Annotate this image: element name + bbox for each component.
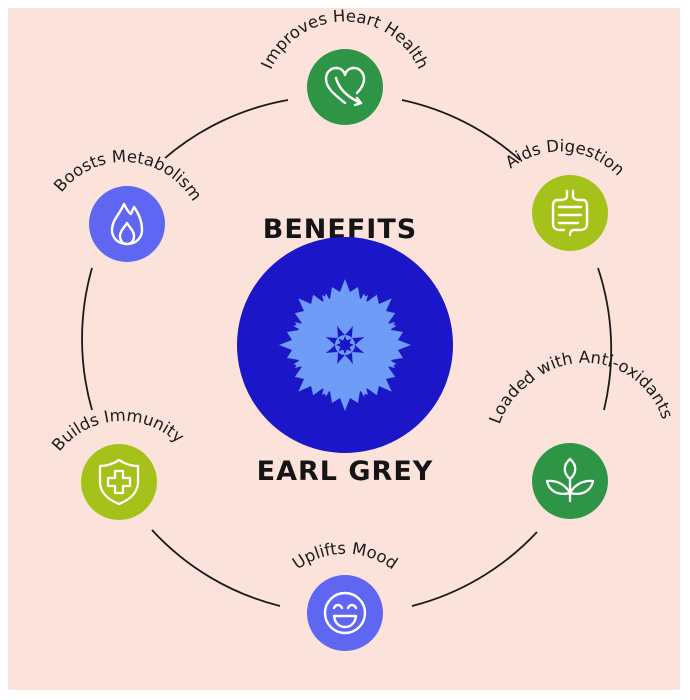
benefit-mood: Uplifts Mood	[289, 539, 401, 651]
intestine-icon	[551, 189, 589, 237]
ring-arc-bottom-left	[151, 529, 281, 607]
benefit-antioxidants: Loaded with Anti-oxidants	[485, 348, 677, 519]
benefit-label-digestion: Aids Digestion	[502, 136, 629, 179]
ring-connectors	[81, 99, 613, 607]
flower-core	[336, 336, 354, 354]
benefit-label-mood: Uplifts Mood	[289, 539, 401, 573]
cornflower-icon	[279, 279, 411, 411]
heart-badge	[307, 49, 383, 125]
ring-arc-bottom-right	[411, 531, 538, 607]
flower-petal	[322, 279, 368, 335]
benefit-label-antioxidants: Loaded with Anti-oxidants	[485, 348, 676, 427]
smiley-icon	[323, 591, 367, 635]
mood-badge	[307, 575, 383, 651]
immunity-badge	[81, 444, 157, 520]
ring-arc-top-right	[401, 99, 521, 161]
leaves-icon	[545, 457, 595, 503]
flower-petal	[279, 322, 335, 368]
title-earl-grey: EARL GREY	[257, 456, 434, 487]
flower-petal	[293, 293, 338, 338]
flower-petal	[322, 355, 368, 411]
ring-arc-left	[81, 267, 93, 411]
benefit-digestion: Aids Digestion	[502, 136, 629, 251]
shield-cross-icon	[98, 458, 140, 506]
benefit-metabolism: Boosts Metabolism	[50, 147, 206, 262]
flame-icon	[110, 202, 144, 246]
flower-petal	[355, 322, 411, 368]
ring-arc-right	[597, 267, 613, 411]
digestion-badge	[532, 175, 608, 251]
ring-arc-top-left	[164, 99, 289, 159]
benefit-heart-health: Improves Heart Health	[257, 6, 433, 125]
heart-icon	[324, 66, 366, 107]
benefit-immunity: Builds Immunity	[48, 406, 188, 520]
